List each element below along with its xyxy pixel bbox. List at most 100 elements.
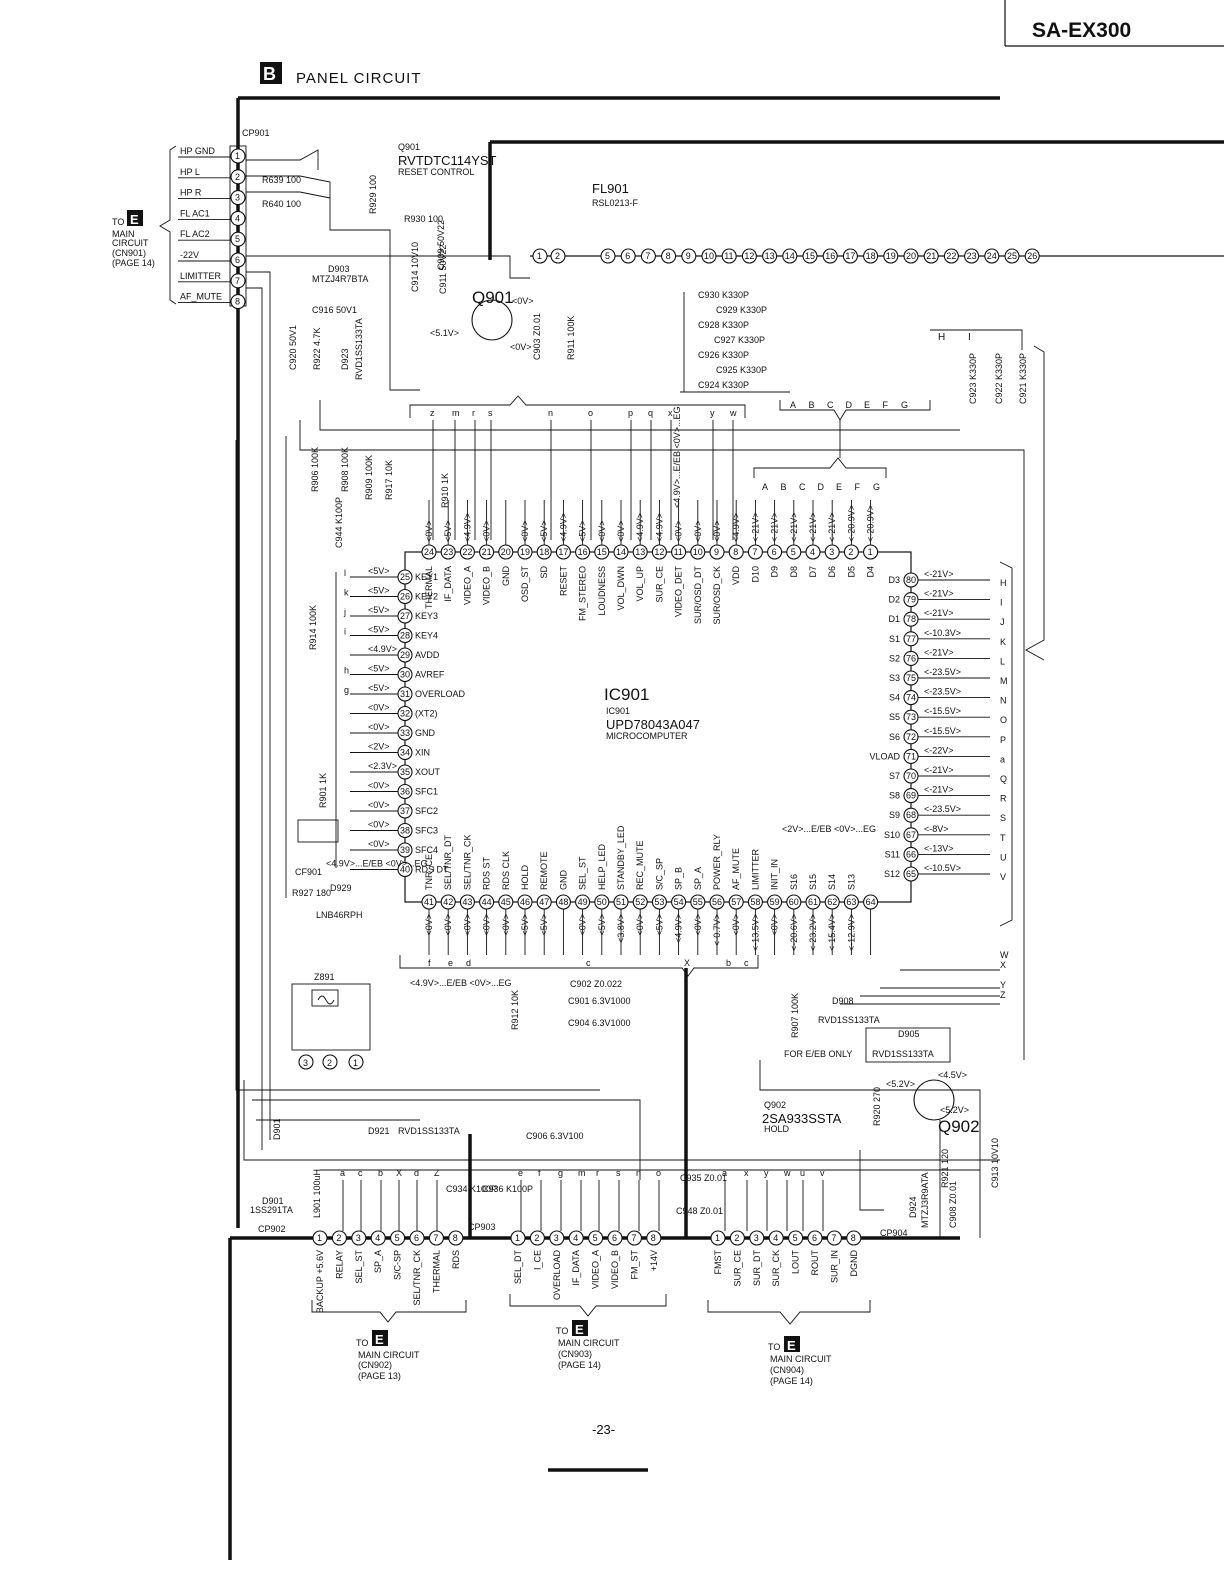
ic901-pin-name: S16 — [789, 874, 799, 890]
ic901-pin-tag: i — [344, 627, 346, 637]
ic901-pin-num: 70 — [906, 771, 916, 781]
cp902-to-line: (PAGE 13) — [358, 1371, 401, 1381]
ic901-pin-num: 12 — [654, 547, 664, 557]
fl901-pin-num: 11 — [724, 251, 733, 261]
d905-option-box — [865, 1027, 951, 1063]
cp903-pin-num: 6 — [612, 1233, 617, 1243]
fl901-pin-num: 10 — [704, 251, 714, 261]
cp901-pin — [230, 190, 246, 206]
c913-label: C913 10V10 — [990, 1138, 1000, 1188]
ic901-pin-name: S/C_SP — [654, 858, 664, 890]
c906-label: C906 6.3V100 — [526, 1131, 584, 1141]
cp902-pin-num: 4 — [375, 1233, 380, 1243]
cp903-pin — [529, 1230, 545, 1246]
fl901-pin — [802, 248, 818, 264]
fl901-ref: FL901 — [592, 181, 629, 196]
ic901-top-pins: 24<0V>THERMAL23<5V>IF_DATA22<4.9V>VIDEO_… — [421, 500, 879, 625]
ic901-pin-name: GND — [501, 566, 511, 587]
cp902-pin-label: SP_A — [373, 1250, 383, 1273]
header: SA-EX300 — [1004, 0, 1224, 47]
ic901-pin-name: POWER_RLY — [712, 834, 722, 890]
d929-part: LNB46RPH — [316, 910, 363, 920]
section-badge: B — [263, 64, 276, 84]
cp903-pin-num: 7 — [631, 1233, 636, 1243]
ic901-pin-name: S10 — [884, 830, 900, 840]
cp904-to-badge: E — [787, 1338, 796, 1353]
d908-part: RVD1SS133TA — [818, 1015, 880, 1025]
c902-label: C902 Z0.022 — [570, 979, 622, 989]
fl901-pin-num: 5 — [605, 251, 610, 261]
cp903-signal-tag: f — [538, 1168, 541, 1178]
ic901-pin-num: 48 — [558, 897, 568, 907]
ic901-pin-name: REMOTE — [539, 851, 549, 890]
c948-label: C948 Z0.01 — [676, 1206, 723, 1216]
fl901-pin-num: 16 — [825, 251, 835, 261]
section-name: PANEL CIRCUIT — [296, 70, 422, 87]
cp904-pin-num: 8 — [851, 1233, 856, 1243]
cp904-to-line: MAIN CIRCUIT — [770, 1354, 832, 1364]
fl901-pin — [701, 248, 717, 264]
fl901-pin — [883, 248, 899, 264]
ic901-pin-name: XOUT — [415, 767, 441, 777]
ic901-pin-name: RESET — [558, 566, 568, 597]
cp902-pin-num: 5 — [395, 1233, 400, 1243]
cp904-pin — [710, 1230, 726, 1246]
ic901-pin-name: STANDBY_LED — [616, 825, 626, 890]
cp903-pin — [568, 1230, 584, 1246]
cp904-pins: 1FMST2SUR_CE3SUR_DT4SUR_CK5LOUT6ROUT7SUR… — [710, 1230, 862, 1287]
ic901-pin-name: OVERLOAD — [415, 689, 466, 699]
fl901-pin — [782, 248, 798, 264]
r930-label: R930 100 — [404, 214, 443, 224]
ic901-pin-voltage: <-10.3V> — [924, 628, 961, 638]
ic901-pin-name: S14 — [827, 874, 837, 890]
ic901-pin-num: 62 — [827, 897, 837, 907]
cp902-pin-num: 7 — [433, 1233, 438, 1243]
ic901-pin-num: 21 — [482, 547, 492, 557]
z891: Z891 3 2 1 — [291, 972, 371, 1070]
cp904-pin-label: SUR_CE — [732, 1250, 742, 1287]
ic901-pin-name: S2 — [889, 653, 900, 663]
cp901-to-badge-box — [127, 210, 143, 226]
cp904: CP904 1FMST2SUR_CE3SUR_DT4SUR_CK5LOUT6RO… — [707, 1168, 908, 1386]
fl901-seg-label: G — [901, 400, 908, 410]
cp903-pins: 1SEL_DT2I_CE3OVERLOAD4IF_DATA5VIDEO_A6VI… — [510, 1230, 662, 1300]
cp904-pin-num: 6 — [812, 1233, 817, 1243]
fl901-pin — [640, 248, 656, 264]
ic901-pin-num: 19 — [520, 547, 530, 557]
ic901-pin-voltage: <5V> — [368, 625, 390, 635]
ic901-pin-name: SUR/OSD_DT — [693, 566, 703, 625]
r912-label: R912 10K — [510, 990, 520, 1030]
ic901-pin-tag: K — [1000, 637, 1006, 647]
cp901-to-prefix: TO — [112, 217, 124, 227]
ic901-pin-voltage: <0V> — [368, 800, 390, 810]
ic901-pin-num: 68 — [906, 810, 916, 820]
ic901-pin-name: D9 — [770, 566, 780, 578]
ic901-pin-name: D3 — [888, 575, 900, 585]
ic901-pin-num: 14 — [616, 547, 626, 557]
cp901-pin-label: AF_MUTE — [180, 292, 222, 302]
fl901-pin-num: 9 — [686, 251, 691, 261]
q902-desc: HOLD — [764, 1124, 790, 1134]
cp903-pin-label: +14V — [649, 1250, 659, 1271]
c903-label: C903 Z0.01 — [532, 313, 542, 360]
ic901-pin-name: INIT_IN — [770, 859, 780, 890]
ic901-pin-num: 1 — [868, 547, 873, 557]
ic901-pin-name: SFC3 — [415, 826, 438, 836]
fl901-pin-num: 14 — [785, 251, 795, 261]
ic901-pin-name: REC_MUTE — [635, 840, 645, 890]
ic901-pin-name: AF_MUTE — [731, 848, 741, 890]
q901-v-c: <0V> — [512, 296, 534, 306]
c909-label: C909 50V22 — [436, 220, 446, 270]
fl901-pin — [620, 248, 636, 264]
cp901-pin — [230, 252, 246, 268]
ic901-pin-num: 10 — [693, 547, 703, 557]
ic901-pin-num: 36 — [400, 787, 410, 797]
footer: -23- — [592, 1422, 615, 1437]
cp902-pin — [390, 1230, 406, 1246]
